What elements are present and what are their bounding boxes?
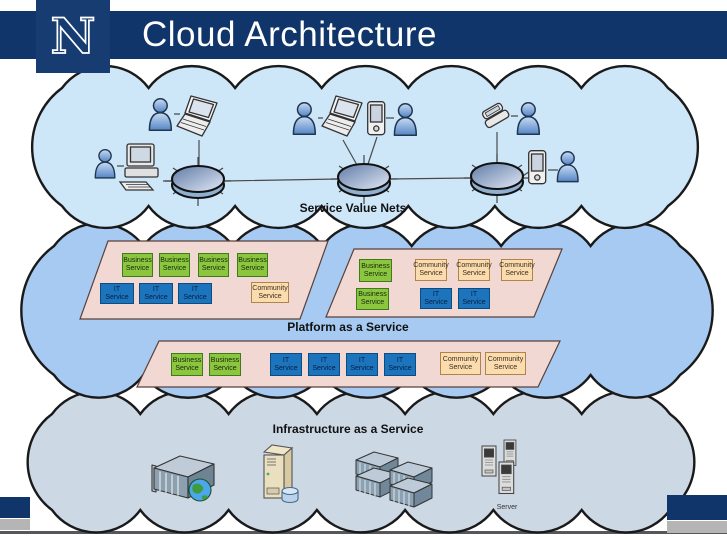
service-box-community: Community Service xyxy=(251,282,289,303)
infrastructure-as-a-service-label: Infrastructure as a Service xyxy=(272,422,424,436)
logo-canvas: N xyxy=(36,0,110,73)
service-box-it: IT Service xyxy=(178,283,212,304)
smartphone-icon xyxy=(367,101,386,136)
service-box-it: IT Service xyxy=(346,353,378,376)
slide-title: Cloud Architecture xyxy=(142,15,437,54)
service-box-community: Community Service xyxy=(413,259,449,281)
smartphone-icon xyxy=(528,150,547,185)
network-lines xyxy=(117,113,558,182)
logo-letter: N xyxy=(51,7,96,65)
footer-right-navy-block xyxy=(667,495,727,520)
service-box-community: Community Service xyxy=(499,259,535,281)
service-value-nets-label: Service Value Nets xyxy=(299,201,407,215)
service-box-community: Community Service xyxy=(456,259,492,281)
service-box-business: Business Service xyxy=(122,253,153,277)
service-box-business: Business Service xyxy=(171,353,203,376)
university-logo: N xyxy=(36,0,110,73)
server-caption: Server xyxy=(496,504,518,511)
service-box-it: IT Service xyxy=(139,283,173,304)
title-bar xyxy=(0,11,727,59)
service-box-it: IT Service xyxy=(420,288,452,309)
service-box-business: Business Service xyxy=(198,253,229,277)
service-box-business: Business Service xyxy=(237,253,268,277)
service-box-it: IT Service xyxy=(384,353,416,376)
service-box-business: Business Service xyxy=(159,253,190,277)
service-box-it: IT Service xyxy=(270,353,302,376)
footer-left-navy-block xyxy=(0,497,30,518)
footer-left-gray-block xyxy=(0,519,30,530)
service-box-business: Business Service xyxy=(209,353,241,376)
service-box-business: Business Service xyxy=(356,288,389,310)
platform-as-a-service-label: Platform as a Service xyxy=(287,320,409,334)
service-box-it: IT Service xyxy=(100,283,134,304)
service-box-business: Business Service xyxy=(359,259,392,282)
service-box-it: IT Service xyxy=(308,353,340,376)
service-box-community: Community Service xyxy=(440,352,481,375)
footer-right-gray-block xyxy=(667,521,727,533)
logo-background xyxy=(36,0,110,73)
service-box-it: IT Service xyxy=(458,288,490,309)
service-box-community: Community Service xyxy=(485,352,526,375)
